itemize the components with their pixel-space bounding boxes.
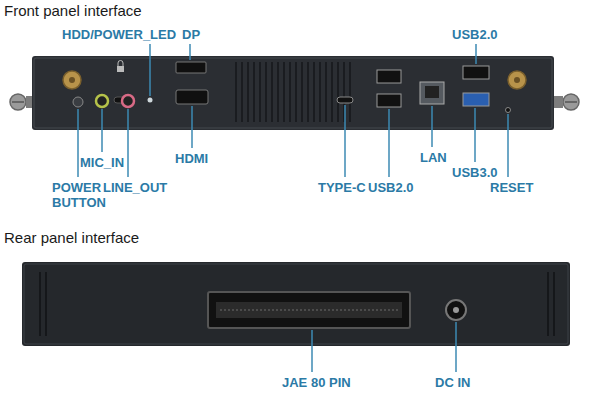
port-label: USB2.0	[368, 180, 414, 195]
rear-panel	[22, 262, 570, 346]
port-label: POWER BUTTON	[52, 180, 108, 210]
port-label: USB2.0	[452, 27, 498, 42]
port-label: RESET	[490, 180, 533, 195]
port-label: DP	[182, 27, 200, 42]
section-heading: Rear panel interface	[4, 229, 139, 247]
port-label: TYPE-C	[318, 180, 366, 195]
leader-lines	[78, 44, 508, 372]
port-label: USB3.0	[452, 165, 498, 180]
section-heading: Front panel interface	[4, 2, 142, 20]
port-label: HDMI	[175, 151, 208, 166]
port-label: LINE_OUT	[103, 180, 167, 195]
port-label: JAE 80 PIN	[282, 375, 351, 390]
port-label: LAN	[420, 150, 447, 165]
port-label: DC IN	[435, 375, 470, 390]
port-label: MIC_IN	[80, 155, 124, 170]
front-panel	[10, 56, 579, 130]
port-label: HDD/POWER_LED	[62, 27, 176, 42]
